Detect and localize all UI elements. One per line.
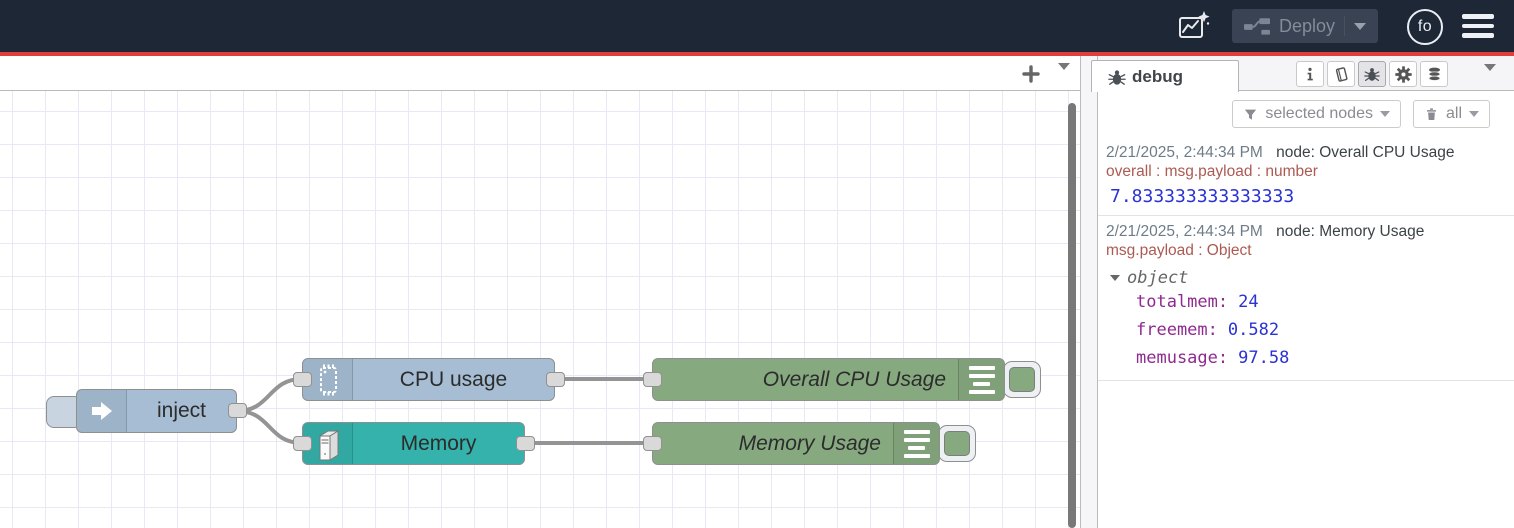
node-label: CPU usage xyxy=(399,367,508,391)
book-icon xyxy=(1335,66,1348,82)
debug-clear-label: all xyxy=(1445,105,1462,122)
canvas-vertical-scrollbar[interactable] xyxy=(1068,103,1076,528)
flow-canvas[interactable]: inject CPU usage xyxy=(0,91,1080,528)
debug-source-node[interactable]: node: Overall CPU Usage xyxy=(1276,144,1455,161)
gear-icon xyxy=(1394,65,1412,83)
port-debug-memory-input[interactable] xyxy=(643,436,662,451)
property-value: 24 xyxy=(1238,292,1259,312)
port-memory-input[interactable] xyxy=(293,436,312,451)
deploy-options-caret-icon[interactable] xyxy=(1354,22,1366,30)
chevron-down-icon xyxy=(1110,275,1120,281)
sidebar-collapse-button[interactable] xyxy=(1484,64,1496,89)
flow-list-button[interactable] xyxy=(1058,63,1070,88)
debug-filter-row: selected nodes all xyxy=(1098,91,1514,137)
context-data-panel-button[interactable] xyxy=(1420,61,1448,87)
debug-toggle-button[interactable] xyxy=(1003,361,1041,398)
sidebar-splitter[interactable] xyxy=(1081,56,1097,528)
node-cpu-usage[interactable]: CPU usage xyxy=(302,358,555,401)
bug-icon xyxy=(1108,69,1126,85)
deploy-separator xyxy=(1344,16,1345,36)
tab-debug[interactable]: debug xyxy=(1091,60,1239,92)
debug-filter-label: selected nodes xyxy=(1265,105,1373,122)
hamburger-icon xyxy=(1462,14,1494,19)
debug-message-meta: 2/21/2025, 2:44:34 PM node: Overall CPU … xyxy=(1106,144,1514,162)
node-debug-overall-cpu[interactable]: Overall CPU Usage xyxy=(652,358,1005,401)
sidebar-tab-bar: debug xyxy=(1091,56,1514,92)
workspace: inject CPU usage xyxy=(0,56,1081,528)
debug-timestamp: 2/21/2025, 2:44:34 PM xyxy=(1106,223,1263,240)
hamburger-icon xyxy=(1462,33,1494,38)
node-inject[interactable]: inject xyxy=(76,389,237,433)
hamburger-icon xyxy=(1462,23,1494,28)
trash-icon xyxy=(1426,108,1436,120)
debug-lines-icon xyxy=(893,423,939,464)
inject-arrow-icon xyxy=(77,390,127,432)
chevron-down-icon xyxy=(1469,111,1479,117)
database-icon xyxy=(1428,67,1440,81)
debug-filter-button[interactable]: selected nodes xyxy=(1232,100,1401,128)
debug-lines-icon xyxy=(958,359,1004,400)
tab-debug-label: debug xyxy=(1132,66,1183,86)
chevron-down-icon xyxy=(1379,111,1390,117)
debug-msg-path: msg.payload : Object xyxy=(1106,242,1252,259)
workspace-tab-bar xyxy=(0,56,1080,91)
port-inject-output[interactable] xyxy=(228,403,247,418)
chart-sparkle-icon xyxy=(1179,11,1210,38)
property-value: 0.582 xyxy=(1227,320,1280,340)
chevron-down-icon xyxy=(1058,63,1070,87)
info-panel-button[interactable] xyxy=(1296,61,1324,87)
port-memory-output[interactable] xyxy=(516,436,535,451)
debug-timestamp: 2/21/2025, 2:44:34 PM xyxy=(1106,144,1263,161)
plus-icon xyxy=(1022,65,1040,83)
node-label: inject xyxy=(156,399,207,422)
bug-icon xyxy=(1364,68,1380,81)
debug-toggle-button[interactable] xyxy=(938,425,976,462)
debug-message: 2/21/2025, 2:44:34 PM node: Overall CPU … xyxy=(1098,137,1514,216)
debug-toggle-state xyxy=(1009,367,1035,392)
object-expand-toggle[interactable]: object xyxy=(1106,268,1514,288)
port-cpu-output[interactable] xyxy=(546,372,565,387)
user-avatar[interactable]: fo xyxy=(1407,9,1443,45)
object-type-label: object xyxy=(1127,268,1189,288)
help-panel-button[interactable] xyxy=(1327,61,1355,87)
chevron-down-icon xyxy=(1484,64,1496,88)
deploy-label: Deploy xyxy=(1279,15,1336,36)
object-property: freemem 0.582 xyxy=(1106,316,1514,344)
debug-clear-button[interactable]: all xyxy=(1412,100,1490,128)
chart-sparkle-icon[interactable] xyxy=(1176,8,1212,44)
property-key: memusage xyxy=(1136,348,1228,368)
config-nodes-panel-button[interactable] xyxy=(1389,61,1417,87)
deploy-icon xyxy=(1244,18,1270,35)
debug-toggle-state xyxy=(944,431,970,456)
property-value: 97.58 xyxy=(1238,348,1290,368)
debug-message-meta: 2/21/2025, 2:44:34 PM node: Memory Usage xyxy=(1106,223,1514,241)
node-label: Memory Usage xyxy=(738,431,881,455)
deploy-button[interactable]: Deploy xyxy=(1232,9,1378,43)
port-debug-cpu-input[interactable] xyxy=(643,372,662,387)
debug-sidebar: debug xyxy=(1091,56,1514,528)
object-property: totalmem 24 xyxy=(1106,288,1514,316)
node-debug-memory-usage[interactable]: Memory Usage xyxy=(652,422,940,465)
debug-msg-value: 7.833333333333333 xyxy=(1110,186,1295,207)
node-memory[interactable]: Memory xyxy=(302,422,525,465)
add-flow-button[interactable] xyxy=(1020,63,1042,85)
user-initials: fo xyxy=(1417,18,1433,35)
info-icon xyxy=(1307,67,1313,81)
debug-message-list: 2/21/2025, 2:44:34 PM node: Overall CPU … xyxy=(1098,137,1514,381)
property-key: totalmem xyxy=(1136,292,1228,312)
object-property: memusage 97.58 xyxy=(1106,344,1514,372)
funnel-icon xyxy=(1245,109,1257,120)
port-cpu-input[interactable] xyxy=(293,372,312,387)
node-label: Memory xyxy=(400,431,477,455)
sidebar-panel-buttons xyxy=(1296,61,1448,87)
header-bar: Deploy fo xyxy=(0,0,1514,52)
debug-msg-path: overall : msg.payload : number xyxy=(1106,163,1318,180)
main-menu-button[interactable] xyxy=(1462,14,1494,38)
debug-source-node[interactable]: node: Memory Usage xyxy=(1276,223,1425,240)
property-key: freemem xyxy=(1136,320,1218,340)
header-accent-line xyxy=(0,52,1514,56)
node-label: Overall CPU Usage xyxy=(762,367,946,391)
debug-message: 2/21/2025, 2:44:34 PM node: Memory Usage… xyxy=(1098,216,1514,381)
debug-panel-button[interactable] xyxy=(1358,61,1386,87)
